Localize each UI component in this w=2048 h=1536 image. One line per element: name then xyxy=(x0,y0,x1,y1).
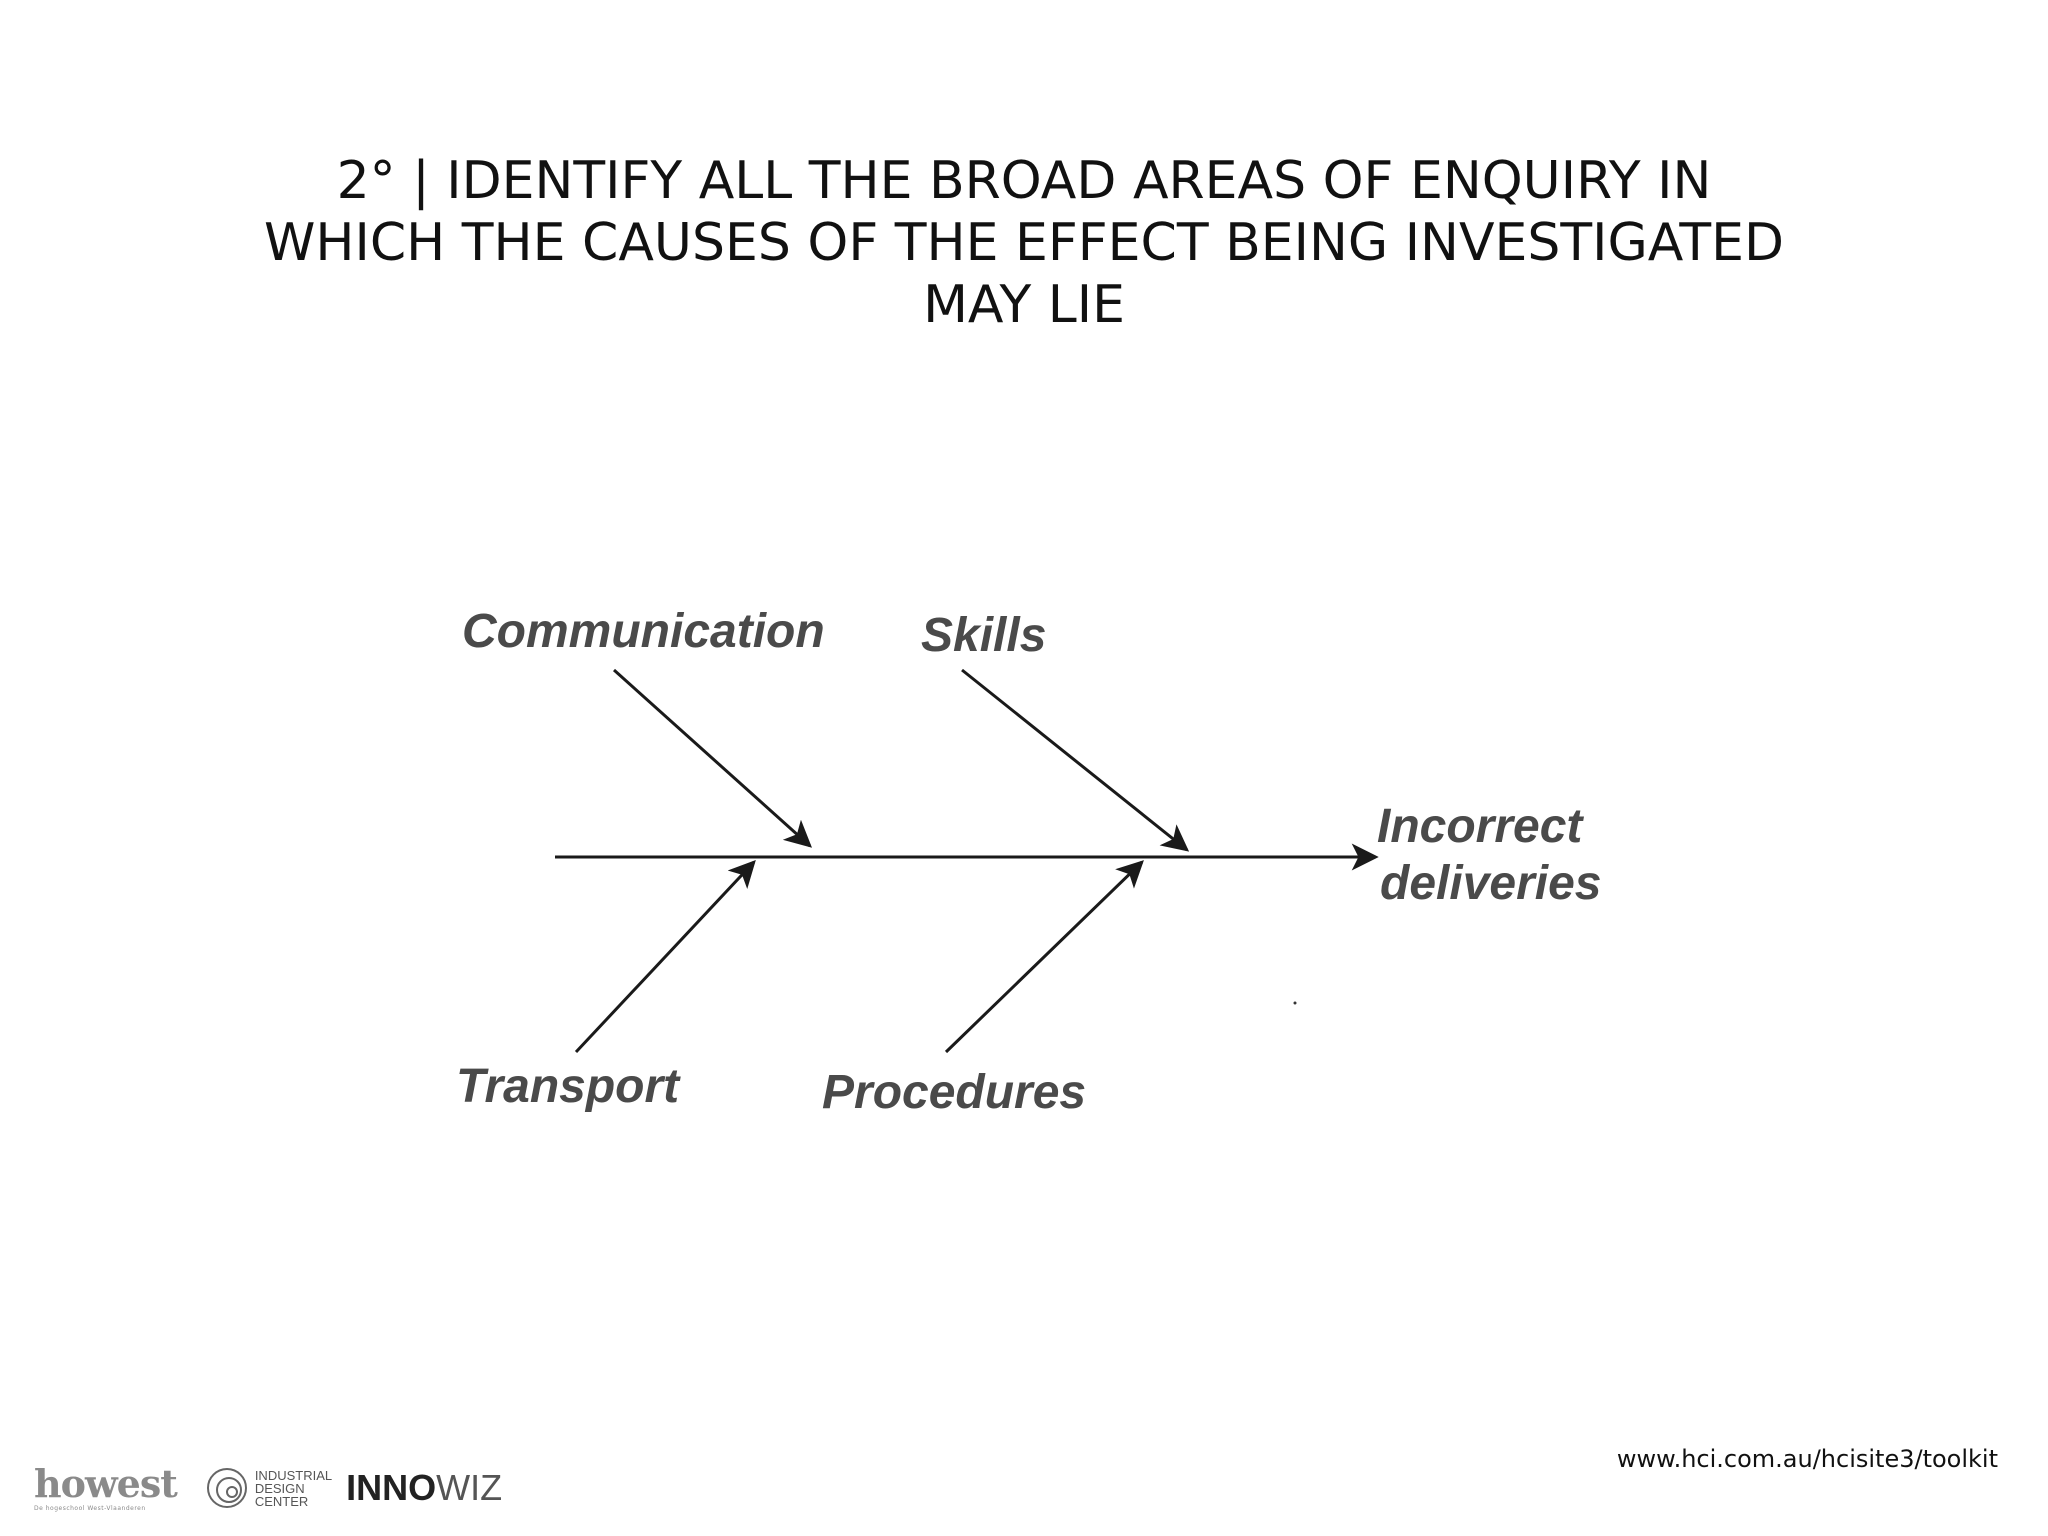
idc-circle-icon xyxy=(206,1468,247,1508)
label-communication: Communication xyxy=(462,605,825,658)
bone-transport xyxy=(574,860,756,1054)
source-url: www.hci.com.au/hcisite3/toolkit xyxy=(1616,1445,1998,1473)
stray-dot xyxy=(1293,1001,1297,1005)
footer-logos: howest De hogeschool West-Vlaanderen IND… xyxy=(34,1458,502,1518)
label-transport: Transport xyxy=(456,1060,681,1113)
title-line-3: MAY LIE xyxy=(923,275,1125,335)
howest-logo: howest De hogeschool West-Vlaanderen xyxy=(34,1460,178,1512)
label-procedures: Procedures xyxy=(822,1066,1086,1119)
idc-line-1: INDUSTRIAL xyxy=(254,1467,333,1483)
title-line-2: WHICH THE CAUSES OF THE EFFECT BEING INV… xyxy=(264,213,1784,273)
bone-communication xyxy=(612,668,813,848)
slide-title: 2° | IDENTIFY ALL THE BROAD AREAS OF ENQ… xyxy=(224,150,1824,336)
howest-logo-tagline: De hogeschool West-Vlaanderen xyxy=(34,1504,146,1512)
label-skills: Skills xyxy=(921,609,1046,662)
bone-procedures xyxy=(944,860,1144,1054)
title-line-1: 2° | IDENTIFY ALL THE BROAD AREAS OF ENQ… xyxy=(336,151,1712,211)
idc-line-3: CENTER xyxy=(254,1493,309,1509)
effect-label-line-2: deliveries xyxy=(1380,857,1601,910)
bone-skills xyxy=(961,668,1190,852)
idc-logo-text: INDUSTRIAL DESIGN CENTER xyxy=(255,1469,332,1508)
innowiz-logo-light: WIZ xyxy=(436,1467,503,1508)
innowiz-logo-bold: INNO xyxy=(346,1467,437,1508)
industrial-design-center-logo: INDUSTRIAL DESIGN CENTER xyxy=(205,1466,332,1510)
howest-logo-word: howest xyxy=(34,1460,178,1506)
effect-label-line-1: Incorrect xyxy=(1377,800,1584,853)
innowiz-logo: INNOWIZ xyxy=(346,1467,502,1509)
idc-line-2: DESIGN xyxy=(254,1480,305,1496)
